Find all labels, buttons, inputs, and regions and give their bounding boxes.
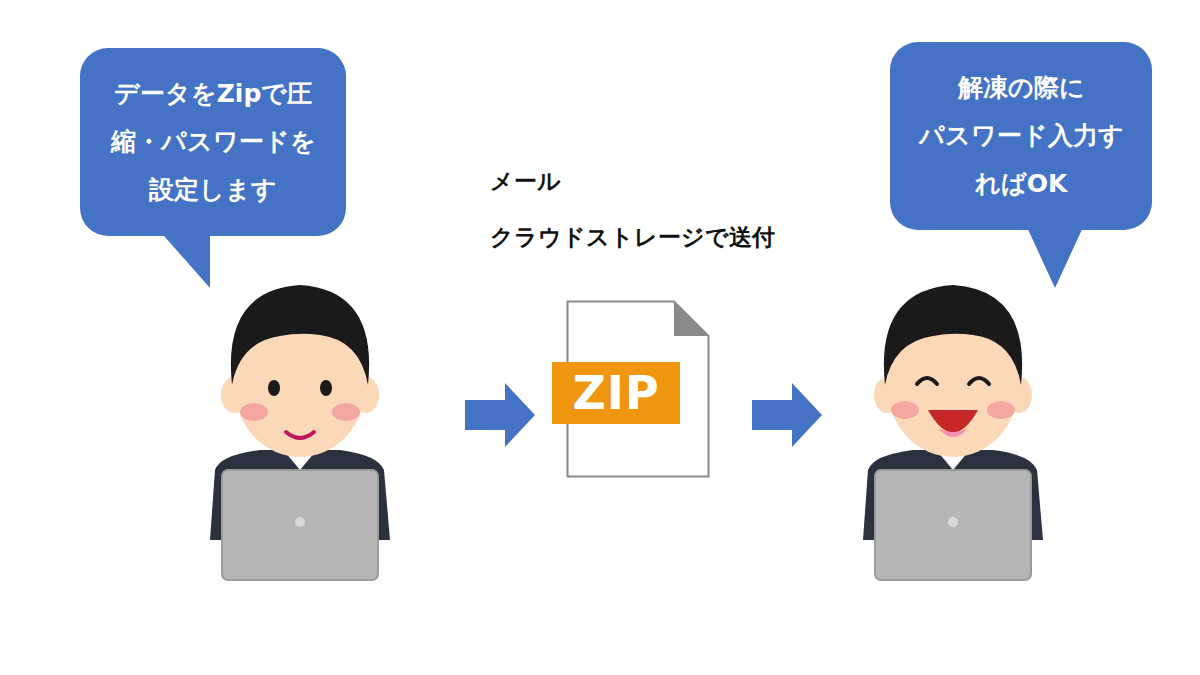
bubble-text: 解凍の際に パスワード入力す ればOK: [906, 64, 1136, 208]
file-page: [568, 302, 709, 477]
file-corner-fold: [674, 302, 709, 337]
speech-bubble: データをZipで圧 縮・パスワードを 設定します: [80, 48, 346, 236]
file-type-text: ZIP: [572, 370, 659, 416]
flow-arrow: [752, 383, 822, 447]
transfer-label: クラウドストレージで送付: [490, 224, 775, 252]
zip-band: ZIP: [552, 362, 680, 424]
receiver-person: [863, 285, 1043, 580]
sender-person: [210, 285, 390, 580]
transfer-label: メール: [490, 168, 561, 196]
bubble-text: データをZipで圧 縮・パスワードを 設定します: [96, 70, 330, 214]
flow-arrow: [465, 383, 535, 447]
zip-file-icon: ZIP: [566, 300, 710, 478]
speech-bubble: 解凍の際に パスワード入力す ればOK: [890, 42, 1152, 230]
